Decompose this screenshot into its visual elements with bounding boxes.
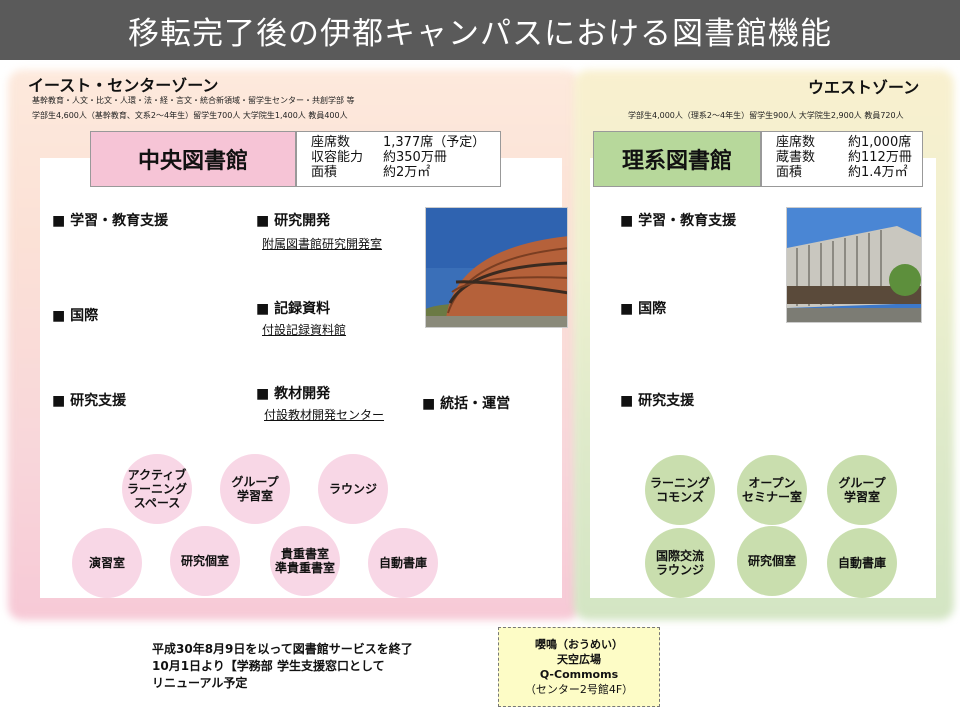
q-commons-line: Q-Commoms bbox=[499, 667, 659, 682]
info-row: 面積約1.4万㎡ bbox=[776, 165, 922, 180]
link-materials-center[interactable]: 付設教材開発センター bbox=[264, 406, 384, 423]
info-key: 座席数 bbox=[776, 135, 848, 150]
facility-open-seminar-room: オープン セミナー室 bbox=[737, 455, 807, 525]
link-records-archive[interactable]: 付設記録資料館 bbox=[262, 321, 346, 338]
function-research-support: 研究支援 bbox=[52, 390, 126, 410]
west-zone-population: 学部生4,000人（理系2～4年生）留学生900人 大学院生2,900人 教員7… bbox=[628, 110, 904, 121]
facility-research-booth: 研究個室 bbox=[737, 526, 807, 596]
info-key: 面積 bbox=[311, 165, 383, 180]
function-international: 国際 bbox=[620, 298, 666, 318]
east-zone-population: 学部生4,600人（基幹教育、文系2～4年生）留学生700人 大学院生1,400… bbox=[32, 110, 348, 121]
facility-active-learning-space: アクティブ ラーニング スペース bbox=[122, 454, 192, 524]
east-zone-title: イースト・センターゾーン bbox=[28, 72, 218, 96]
q-commons-line: 天空広場 bbox=[499, 652, 659, 667]
page-title: 移転完了後の伊都キャンパスにおける図書館機能 bbox=[0, 0, 960, 60]
info-value: 約1.4万㎡ bbox=[848, 165, 908, 180]
facility-research-booth: 研究個室 bbox=[170, 526, 240, 596]
info-key: 蔵書数 bbox=[776, 150, 848, 165]
info-key: 座席数 bbox=[311, 135, 383, 150]
info-key: 面積 bbox=[776, 165, 848, 180]
science-library-info: 座席数約1,000席 蔵書数約112万冊 面積約1.4万㎡ bbox=[761, 131, 923, 187]
function-records: 記録資料 bbox=[256, 298, 330, 318]
info-value: 約1,000席 bbox=[848, 135, 911, 150]
facility-automated-stacks: 自動書庫 bbox=[827, 528, 897, 598]
q-commons-line: 嚶鳴（おうめい） bbox=[499, 637, 659, 652]
function-learning-support: 学習・教育支援 bbox=[52, 210, 168, 230]
facility-rare-books-room: 貴重書室 準貴重書室 bbox=[270, 526, 340, 596]
q-commons-box: 嚶鳴（おうめい） 天空広場 Q-Commoms （センター2号館4F） bbox=[498, 627, 660, 707]
info-value: 約2万㎡ bbox=[383, 165, 430, 180]
info-row: 面積約2万㎡ bbox=[311, 165, 500, 180]
info-value: 約350万冊 bbox=[383, 150, 447, 165]
info-row: 収容能力約350万冊 bbox=[311, 150, 500, 165]
facility-lounge: ラウンジ bbox=[318, 454, 388, 524]
central-library-name: 中央図書館 bbox=[90, 131, 296, 187]
service-end-notice: 平成30年8月9日を以って図書館サービスを終了 10月1日より【学務部 学生支援… bbox=[152, 641, 413, 692]
info-row: 蔵書数約112万冊 bbox=[776, 150, 922, 165]
facility-automated-stacks: 自動書庫 bbox=[368, 528, 438, 598]
link-research-development-office[interactable]: 附属図書館研究開発室 bbox=[262, 235, 382, 252]
science-library-name: 理系図書館 bbox=[593, 131, 761, 187]
function-research-development: 研究開発 bbox=[256, 210, 330, 230]
info-value: 1,377席（予定） bbox=[383, 135, 485, 150]
facility-seminar-room: 演習室 bbox=[72, 528, 142, 598]
info-row: 座席数約1,000席 bbox=[776, 135, 922, 150]
info-key: 収容能力 bbox=[311, 150, 383, 165]
west-zone-title: ウエストゾーン bbox=[808, 74, 919, 98]
function-administration: 統括・運営 bbox=[422, 393, 510, 413]
east-zone-faculties: 基幹教育・人文・比文・人環・法・経・言文・統合新領域・留学生センター・共創学部 … bbox=[32, 95, 355, 106]
facility-learning-commons: ラーニング コモンズ bbox=[645, 455, 715, 525]
central-library-photo bbox=[425, 207, 568, 328]
function-research-support: 研究支援 bbox=[620, 390, 694, 410]
science-library-photo bbox=[786, 207, 922, 323]
function-international: 国際 bbox=[52, 305, 98, 325]
info-value: 約112万冊 bbox=[848, 150, 912, 165]
facility-international-lounge: 国際交流 ラウンジ bbox=[645, 528, 715, 598]
function-learning-support: 学習・教育支援 bbox=[620, 210, 736, 230]
facility-group-study-room: グループ 学習室 bbox=[220, 454, 290, 524]
q-commons-line: （センター2号館4F） bbox=[499, 682, 659, 697]
facility-group-study-room: グループ 学習室 bbox=[827, 455, 897, 525]
function-materials-development: 教材開発 bbox=[256, 383, 330, 403]
